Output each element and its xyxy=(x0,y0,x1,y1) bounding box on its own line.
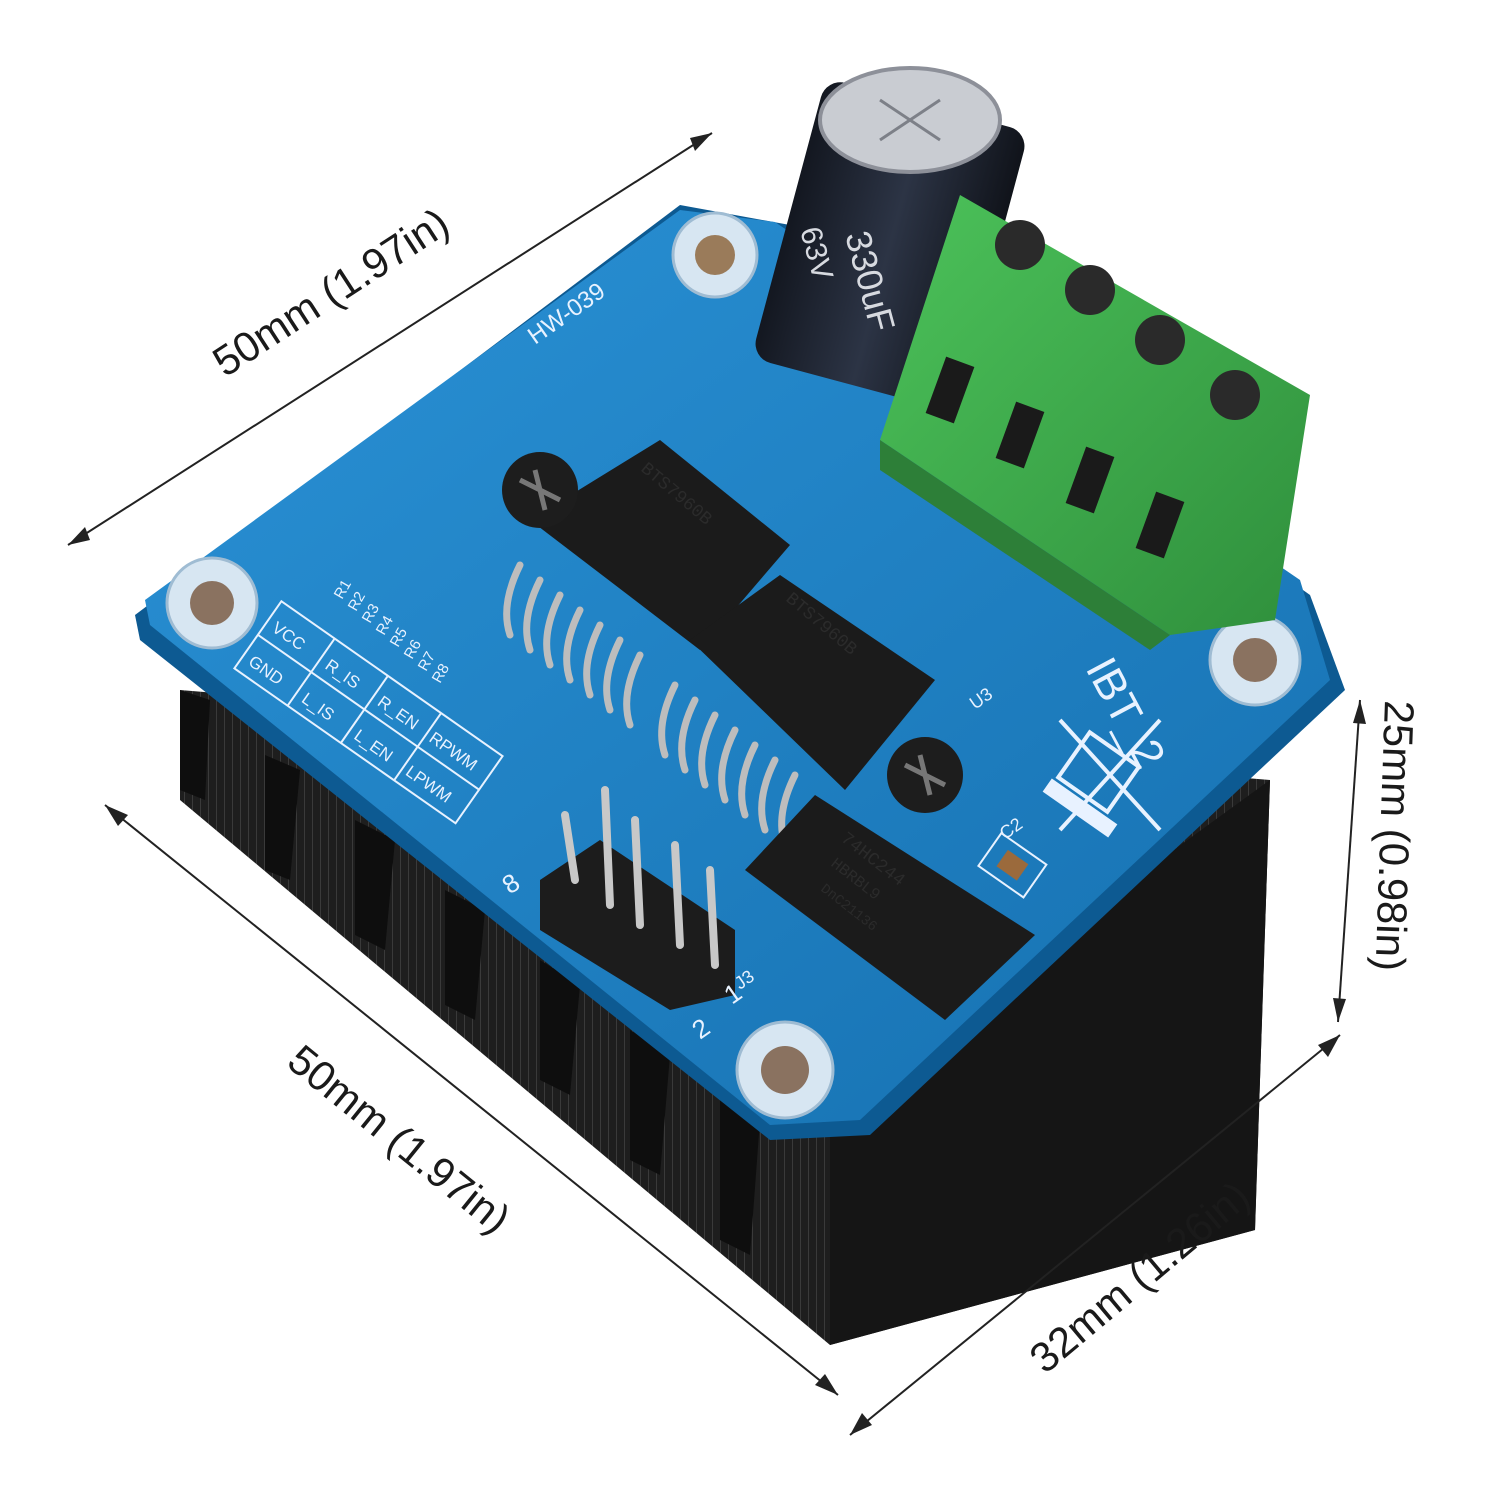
dimension-height: 25mm (0.98in) xyxy=(1333,700,1423,1023)
mounting-hole-bottom xyxy=(735,1020,835,1120)
dimension-top-label: 50mm (1.97in) xyxy=(204,199,457,386)
pin-header: J3 1 2 8 xyxy=(496,786,758,1045)
logic-chip: 74HC244 HBRBL9 DnC21136 xyxy=(745,795,1035,1020)
terminal-screw-icon xyxy=(995,220,1045,270)
terminal-screw-icon xyxy=(1210,370,1260,420)
terminal-screw-icon xyxy=(1065,265,1115,315)
mounting-hole-top xyxy=(671,211,759,299)
mounting-hole-left xyxy=(165,556,259,650)
screw-icon xyxy=(887,737,963,813)
dimension-bottom-label: 50mm (1.97in) xyxy=(279,1035,519,1242)
dimension-height-label: 25mm (0.98in) xyxy=(1367,700,1423,972)
screw-terminal-block xyxy=(880,195,1310,650)
weee-bin-icon xyxy=(1042,718,1162,838)
driver-chip-1: BTS7960B xyxy=(503,440,790,729)
screw-icon xyxy=(502,452,578,528)
mounting-hole-right xyxy=(1208,613,1302,707)
terminal-screw-icon xyxy=(1135,315,1185,365)
